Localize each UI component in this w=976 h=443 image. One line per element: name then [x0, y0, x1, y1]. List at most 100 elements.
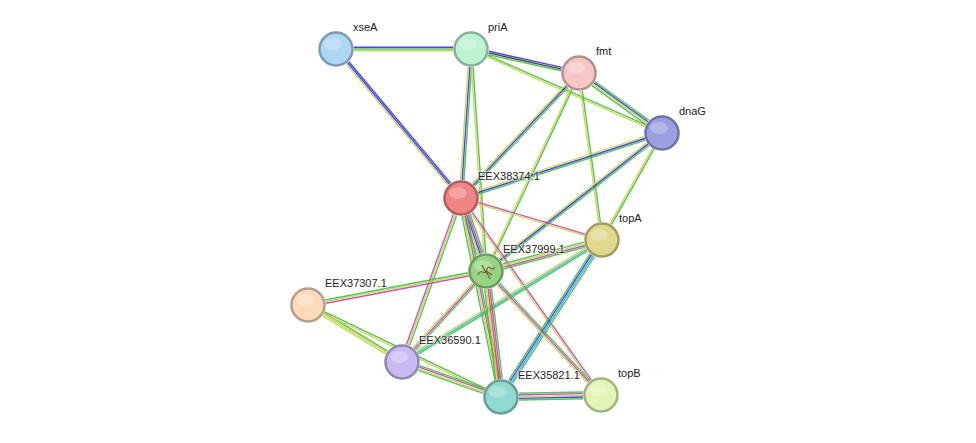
interaction-edge [323, 313, 388, 354]
node-circle [290, 287, 326, 323]
evidence-line [519, 397, 583, 398]
evidence-line [354, 47, 453, 48]
evidence-line [354, 48, 453, 49]
node-label: xseA [353, 21, 377, 34]
evidence-line [324, 314, 485, 391]
evidence-line [349, 62, 451, 183]
evidence-line [420, 366, 485, 389]
evidence-line [509, 254, 591, 381]
node-circle [318, 31, 354, 67]
protein-node: EEX38374.1 [443, 180, 479, 216]
protein-node: dnaG [644, 115, 680, 151]
interaction-edge [485, 288, 502, 379]
evidence-line [486, 289, 497, 379]
evidence-line [325, 312, 486, 389]
evidence-line [418, 370, 483, 393]
protein-node: EEX35821.1 [483, 379, 519, 415]
evidence-line [594, 83, 648, 122]
interaction-edge [519, 392, 583, 400]
node-circle [453, 31, 489, 67]
node-label: EEX38374.1 [478, 170, 540, 183]
protein-node: priA [453, 31, 489, 67]
protein-node: topB [583, 377, 619, 413]
node-label: dnaG [679, 105, 706, 118]
protein-node: EEX37999.1 [468, 253, 504, 289]
node-circle [483, 379, 519, 415]
interaction-edge [478, 202, 585, 235]
evidence-line [511, 256, 593, 383]
evidence-line [475, 87, 568, 186]
interaction-edge [472, 85, 568, 186]
interaction-edge [346, 62, 450, 186]
node-label: priA [488, 21, 508, 34]
node-circle [384, 344, 420, 380]
interaction-edge [497, 283, 590, 383]
evidence-line [323, 314, 386, 352]
protein-node: xseA [318, 31, 354, 67]
node-label: EEX35821.1 [518, 369, 580, 382]
evidence-line [499, 283, 590, 381]
evidence-line [478, 204, 584, 236]
interaction-edge [487, 55, 646, 126]
node-circle [584, 222, 620, 258]
evidence-line [510, 255, 592, 382]
interaction-edge [324, 312, 485, 390]
evidence-line [464, 67, 472, 180]
node-circle [583, 377, 619, 413]
interaction-edge [418, 366, 485, 394]
evidence-line [513, 257, 595, 384]
evidence-line [503, 244, 584, 266]
structure-icon [478, 265, 495, 279]
node-label: EEX36590.1 [419, 334, 481, 347]
evidence-line [499, 143, 647, 259]
evidence-line [467, 215, 500, 379]
interaction-edge [592, 81, 649, 124]
evidence-line [419, 369, 484, 392]
node-label: topA [619, 212, 642, 225]
evidence-line [325, 273, 468, 300]
node-label: topB [618, 367, 641, 380]
interaction-edge [509, 254, 595, 383]
protein-node: fmt [561, 55, 597, 91]
node-circle [644, 115, 680, 151]
evidence-line [519, 394, 583, 395]
evidence-line [346, 64, 448, 185]
evidence-line [593, 84, 647, 123]
evidence-line [612, 149, 654, 225]
interaction-edge [462, 215, 500, 380]
evidence-line [519, 395, 583, 396]
node-circle [561, 55, 597, 91]
evidence-line [592, 86, 646, 125]
interaction-edge [610, 148, 654, 224]
evidence-line [326, 274, 469, 301]
protein-node: EEX37307.1 [290, 287, 326, 323]
evidence-line [519, 399, 583, 400]
evidence-line [465, 215, 498, 379]
evidence-line [487, 57, 645, 127]
protein-node: EEX36590.1 [384, 344, 420, 380]
interaction-edge [354, 47, 453, 50]
node-label: fmt [596, 45, 611, 58]
evidence-line [519, 392, 583, 393]
evidence-line [348, 63, 450, 184]
evidence-line [500, 144, 648, 260]
interaction-edge [499, 143, 649, 261]
evidence-line [497, 285, 588, 383]
evidence-line [354, 50, 453, 51]
evidence-line [595, 81, 649, 120]
evidence-line [323, 316, 386, 354]
evidence-line [461, 67, 469, 180]
node-circle [468, 253, 504, 289]
node-circle [443, 180, 479, 216]
node-label: EEX37307.1 [325, 277, 387, 290]
evidence-line [326, 276, 469, 303]
evidence-line [478, 202, 584, 234]
evidence-line [498, 284, 589, 382]
interaction-edge [461, 67, 472, 180]
evidence-line [488, 55, 646, 125]
evidence-line [489, 51, 562, 67]
protein-node: topA [584, 222, 620, 258]
evidence-line [419, 367, 484, 390]
evidence-line [462, 67, 470, 180]
